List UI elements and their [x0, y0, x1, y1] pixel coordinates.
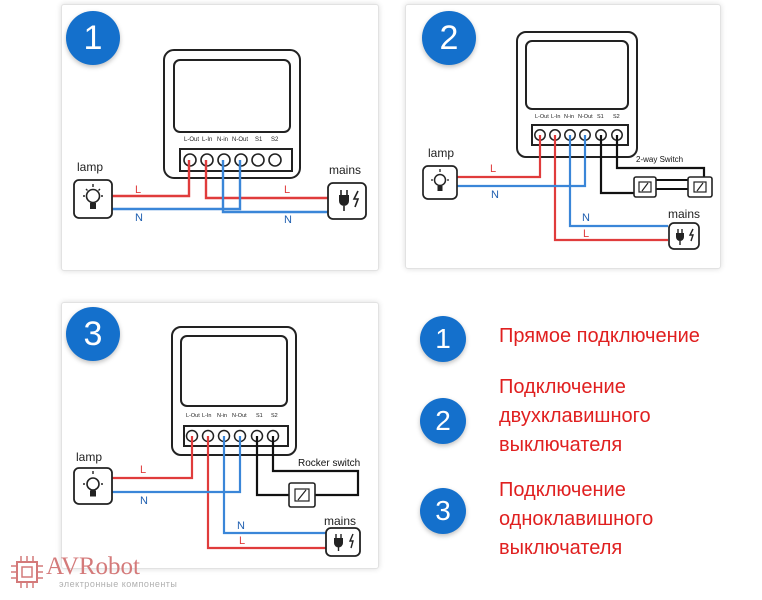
relay-face [525, 40, 629, 110]
live-wire-mains [206, 436, 328, 550]
live-wire-lamp [112, 160, 191, 198]
neutral-label: N [135, 212, 143, 224]
legend-text-1: Прямое подключение [499, 325, 700, 347]
switch-icon [687, 176, 713, 198]
switch-wire-s2 [615, 135, 706, 183]
relay-face [173, 59, 291, 133]
step-badge-3: 3 [66, 307, 120, 361]
terminal-label: N-in [217, 413, 227, 419]
neutral-wire-lamp [448, 135, 587, 188]
relay-face [180, 335, 288, 407]
terminal-label: S1 [597, 114, 604, 120]
terminal-label: S2 [271, 413, 278, 419]
terminal-label: L-Out [535, 114, 549, 120]
neutral-wire-mains [568, 135, 668, 228]
legend-text-3: Подключение одноклавишного выключателя [499, 479, 654, 559]
diagram-panel-3: L-Out L-In N-in N-Out S1 S2 Rocker switc… [61, 302, 379, 569]
live-wire-lamp [448, 135, 542, 179]
terminal-label: L-In [202, 413, 211, 419]
terminal-label: L-Out [184, 137, 199, 143]
switch-icon [633, 176, 657, 198]
live-wire-mains [553, 135, 668, 242]
terminal-label: S2 [271, 137, 279, 143]
lamp-icon [73, 179, 113, 219]
plug-icon [668, 222, 700, 250]
neutral-wire-lamp [112, 160, 242, 211]
logo-name: AVRobot [46, 553, 141, 580]
terminal-label: L-In [551, 114, 560, 120]
logo-subtitle: электронные компоненты [59, 579, 178, 589]
wiring-diagram-2: L-Out L-In N-in N-Out S1 S2 2-way Switch [422, 31, 713, 250]
switch-wire-s1 [255, 436, 290, 497]
switch-wire-s2 [271, 436, 360, 497]
terminal-labels: L-Out L-In N-in N-Out S1 S2 [186, 413, 278, 419]
switch-bridge-wire [656, 179, 689, 190]
terminal-label: N-Out [232, 413, 247, 419]
switch-wire-s1 [599, 135, 636, 195]
neutral-label: N [237, 520, 245, 532]
wiring-diagram-3: L-Out L-In N-in N-Out S1 S2 Rocker switc… [73, 326, 361, 557]
legend-badge-1: 1 [420, 316, 466, 362]
neutral-label: N [491, 189, 499, 201]
live-label: L [135, 184, 141, 196]
live-label: L [490, 163, 496, 175]
live-label: L [284, 184, 290, 196]
terminal-s2 [268, 153, 282, 167]
neutral-wire-mains [222, 436, 328, 535]
mains-label: mains [329, 163, 361, 177]
live-label: L [140, 464, 146, 476]
live-label: L [239, 535, 245, 547]
chip-icon [11, 556, 43, 588]
terminal-label: S2 [613, 114, 620, 120]
neutral-label: N [140, 495, 148, 507]
terminal-label: N-in [217, 137, 228, 143]
live-wire-lamp [112, 436, 194, 480]
legend-badge-2: 2 [420, 398, 466, 444]
plug-icon [325, 527, 361, 557]
mains-label: mains [668, 207, 700, 221]
lamp-icon [73, 467, 113, 505]
terminal-label: N-Out [578, 114, 593, 120]
switch-label: Rocker switch [298, 458, 360, 469]
terminal-label: N-Out [232, 137, 248, 143]
live-wire-mains [204, 160, 328, 200]
terminal-s1 [251, 153, 265, 167]
terminal-labels: L-Out L-In N-in N-Out S1 S2 [184, 137, 279, 143]
diagram-panel-1: L-Out L-In N-in N-Out S1 S2 L L N N lamp [61, 4, 379, 271]
lamp-label: lamp [77, 160, 103, 174]
mains-label: mains [324, 514, 356, 528]
lamp-icon [422, 165, 458, 200]
terminal-labels: L-Out L-In N-in N-Out S1 S2 [535, 114, 620, 120]
terminal-label: L-Out [186, 413, 200, 419]
lamp-label: lamp [428, 146, 454, 160]
wiring-diagram-1: L-Out L-In N-in N-Out S1 S2 L L N N lamp [73, 49, 367, 226]
lamp-label: lamp [76, 450, 102, 464]
terminal-label: S1 [256, 413, 263, 419]
terminal-label: N-in [564, 114, 574, 120]
neutral-wire-lamp [112, 436, 242, 494]
switch-icon [288, 482, 316, 508]
terminal-label: L-In [202, 137, 212, 143]
diagram-panel-2: L-Out L-In N-in N-Out S1 S2 2-way Switch [405, 4, 721, 269]
step-badge-1: 1 [66, 11, 120, 65]
neutral-label: N [582, 212, 590, 224]
neutral-label: N [284, 214, 292, 226]
switch-label: 2-way Switch [636, 155, 683, 164]
plug-icon [327, 182, 367, 220]
legend-text-2: Подключение двухклавишного выключателя [499, 376, 651, 456]
terminal-label: S1 [255, 137, 263, 143]
legend-badge-3: 3 [420, 488, 466, 534]
neutral-wire-mains [221, 160, 328, 214]
live-label: L [583, 228, 589, 240]
step-badge-2: 2 [422, 11, 476, 65]
